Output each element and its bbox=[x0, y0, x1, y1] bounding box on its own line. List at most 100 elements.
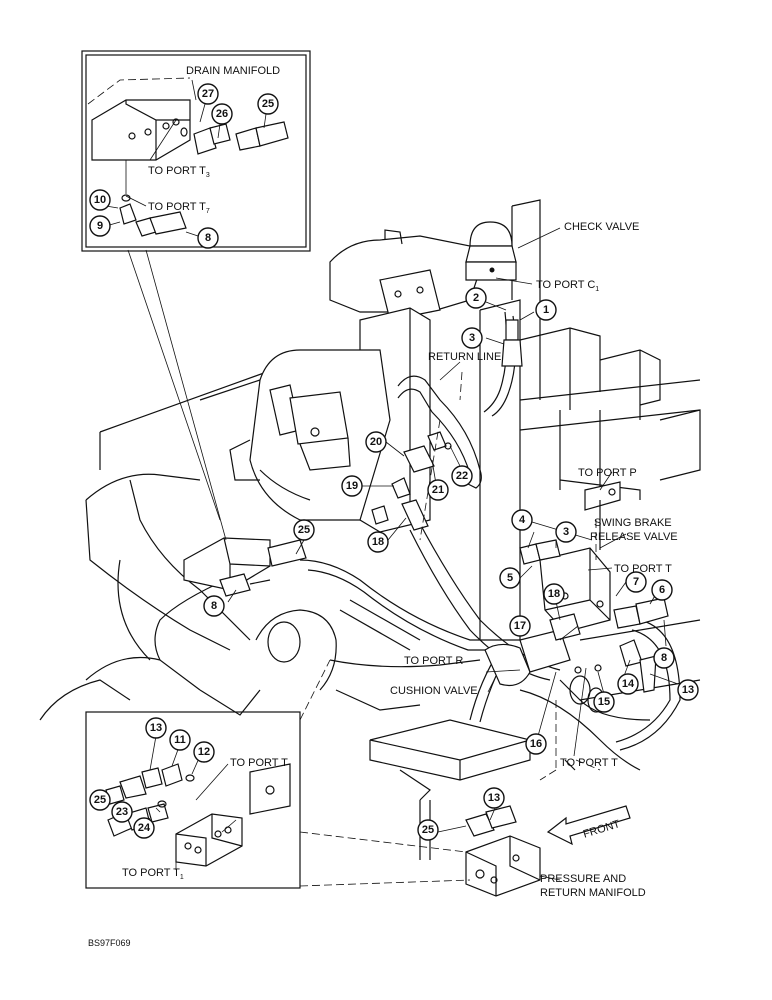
figure-id: BS97F069 bbox=[88, 938, 131, 948]
callout-11: 11 bbox=[169, 729, 191, 751]
svg-text:10: 10 bbox=[94, 194, 106, 206]
callout-5: 5 bbox=[499, 567, 521, 589]
dashed-reference-lines bbox=[87, 77, 601, 887]
svg-text:25: 25 bbox=[298, 524, 310, 536]
svg-text:27: 27 bbox=[202, 88, 214, 100]
pressure-return-manifold bbox=[465, 805, 541, 897]
callout-15: 15 bbox=[593, 691, 615, 713]
svg-text:22: 22 bbox=[456, 470, 468, 482]
svg-text:6: 6 bbox=[659, 584, 665, 596]
svg-text:13: 13 bbox=[150, 722, 162, 734]
label-to-port-c1: TO PORT C1 bbox=[536, 279, 599, 293]
callout-8: 8 bbox=[203, 595, 225, 617]
callout-23: 23 bbox=[111, 801, 133, 823]
callout-7: 7 bbox=[625, 571, 647, 593]
svg-text:25: 25 bbox=[422, 824, 434, 836]
label-pressure-return-1: PRESSURE AND bbox=[540, 873, 626, 885]
callout-18: 18 bbox=[367, 531, 389, 553]
svg-text:19: 19 bbox=[346, 480, 358, 492]
label-return-line: RETURN LINE bbox=[428, 351, 501, 363]
svg-text:11: 11 bbox=[174, 734, 186, 746]
svg-text:15: 15 bbox=[598, 696, 610, 708]
fittings-right bbox=[519, 539, 669, 693]
svg-text:23: 23 bbox=[116, 806, 128, 818]
fittings-center bbox=[371, 319, 523, 531]
svg-text:21: 21 bbox=[432, 484, 444, 496]
svg-text:12: 12 bbox=[198, 746, 210, 758]
callout-26: 26 bbox=[211, 103, 233, 125]
callout-12: 12 bbox=[193, 741, 215, 763]
callouts: 27 26 25 10 9 8 2 1 3 20 22 21 19 25 18 … bbox=[89, 83, 699, 841]
svg-text:7: 7 bbox=[633, 576, 639, 588]
svg-text:14: 14 bbox=[622, 678, 635, 690]
label-cushion-valve: CUSHION VALVE bbox=[390, 685, 478, 697]
svg-text:4: 4 bbox=[519, 514, 526, 526]
callout-4: 4 bbox=[511, 509, 533, 531]
callout-9: 9 bbox=[89, 215, 111, 237]
callout-3: 3 bbox=[461, 327, 483, 349]
svg-text:3: 3 bbox=[563, 526, 569, 538]
machine-frame bbox=[39, 199, 701, 860]
svg-text:25: 25 bbox=[94, 794, 106, 806]
callout-1: 1 bbox=[535, 299, 557, 321]
check-valve bbox=[465, 221, 517, 281]
callout-22: 22 bbox=[451, 465, 473, 487]
callout-3: 3 bbox=[555, 521, 577, 543]
callout-20: 20 bbox=[365, 431, 387, 453]
callout-8: 8 bbox=[653, 647, 675, 669]
callout-19: 19 bbox=[341, 475, 363, 497]
label-drain-manifold: DRAIN MANIFOLD bbox=[186, 65, 280, 77]
svg-text:18: 18 bbox=[548, 588, 560, 600]
swing-brake-release-valve bbox=[539, 481, 621, 633]
label-pressure-return-2: RETURN MANIFOLD bbox=[540, 887, 646, 899]
callout-13: 13 bbox=[677, 679, 699, 701]
svg-text:8: 8 bbox=[661, 652, 667, 664]
label-swing-brake-1: SWING BRAKE bbox=[594, 517, 672, 529]
label-swing-brake-2: RELEASE VALVE bbox=[590, 531, 678, 543]
svg-text:2: 2 bbox=[473, 292, 479, 304]
callout-16: 16 bbox=[525, 733, 547, 755]
inset-drain-manifold bbox=[81, 50, 311, 541]
svg-text:26: 26 bbox=[216, 108, 228, 120]
label-to-port-t-inset: TO PORT T bbox=[230, 757, 288, 769]
label-to-port-t1: TO PORT T1 bbox=[122, 867, 184, 881]
svg-text:9: 9 bbox=[97, 220, 103, 232]
callout-13: 13 bbox=[145, 717, 167, 739]
callout-27: 27 bbox=[197, 83, 219, 105]
callout-8: 8 bbox=[197, 227, 219, 249]
callout-13: 13 bbox=[483, 787, 505, 809]
svg-text:25: 25 bbox=[262, 98, 274, 110]
inset-pressure-manifold bbox=[85, 711, 301, 889]
svg-text:8: 8 bbox=[205, 232, 211, 244]
svg-text:8: 8 bbox=[211, 600, 217, 612]
svg-text:13: 13 bbox=[488, 792, 500, 804]
drain-manifold-installed bbox=[183, 537, 307, 597]
svg-text:24: 24 bbox=[138, 822, 151, 834]
callout-25: 25 bbox=[89, 789, 111, 811]
callout-24: 24 bbox=[133, 817, 155, 839]
callout-14: 14 bbox=[617, 673, 639, 695]
label-to-port-t-right: TO PORT T bbox=[614, 563, 672, 575]
svg-text:5: 5 bbox=[507, 572, 513, 584]
callout-17: 17 bbox=[509, 615, 531, 637]
svg-text:17: 17 bbox=[514, 620, 526, 632]
label-to-port-t7: TO PORT T7 bbox=[148, 201, 210, 215]
label-to-port-r: TO PORT R bbox=[404, 655, 463, 667]
svg-text:13: 13 bbox=[682, 684, 694, 696]
svg-text:3: 3 bbox=[469, 332, 475, 344]
text-labels: DRAIN MANIFOLD TO PORT T3 TO PORT T7 CHE… bbox=[88, 65, 678, 948]
svg-text:16: 16 bbox=[530, 738, 542, 750]
label-check-valve: CHECK VALVE bbox=[564, 221, 639, 233]
callout-25: 25 bbox=[293, 519, 315, 541]
svg-text:20: 20 bbox=[370, 436, 382, 448]
callout-25: 25 bbox=[417, 819, 439, 841]
callout-18: 18 bbox=[543, 583, 565, 605]
label-to-port-t-lower: TO PORT T bbox=[560, 757, 618, 769]
callout-21: 21 bbox=[427, 479, 449, 501]
callout-2: 2 bbox=[465, 287, 487, 309]
label-to-port-t3: TO PORT T3 bbox=[148, 165, 210, 179]
svg-text:1: 1 bbox=[543, 304, 549, 316]
cushion-valve bbox=[484, 629, 571, 687]
